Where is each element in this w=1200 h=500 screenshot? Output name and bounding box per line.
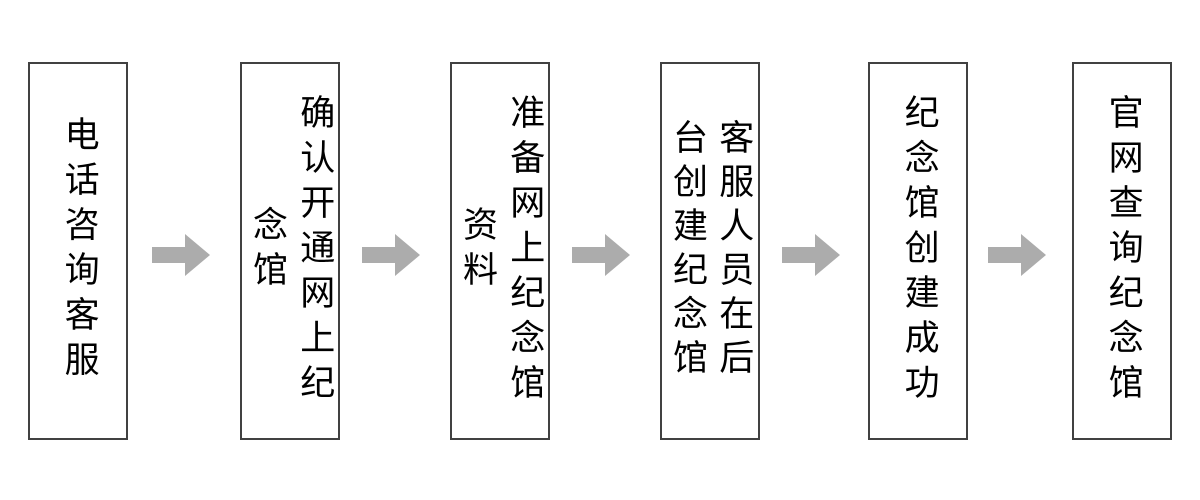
right-arrow-icon: [362, 234, 420, 276]
process-node-label: 确认开通网上纪念馆: [247, 93, 335, 409]
process-node-label: 官网查询纪念馆: [1102, 93, 1143, 409]
process-node-label: 电话咨询客服: [58, 116, 99, 386]
process-node-label: 准备网上纪念馆资料: [457, 93, 545, 409]
connector-arrow-2: [362, 234, 420, 276]
connector-arrow-5: [988, 234, 1046, 276]
right-arrow-icon: [152, 234, 210, 276]
connector-arrow-4: [782, 234, 840, 276]
process-node-label: 客服人员在后台创建纪念馆: [667, 119, 754, 383]
process-node-label: 纪念馆创建成功: [898, 93, 939, 409]
right-arrow-icon: [782, 234, 840, 276]
right-arrow-icon: [988, 234, 1046, 276]
process-node-step-5[interactable]: 纪念馆创建成功: [868, 62, 968, 440]
process-node-step-2[interactable]: 确认开通网上纪念馆: [240, 62, 340, 440]
connector-arrow-3: [572, 234, 630, 276]
process-node-step-4[interactable]: 客服人员在后台创建纪念馆: [660, 62, 760, 440]
process-node-step-6[interactable]: 官网查询纪念馆: [1072, 62, 1172, 440]
process-node-step-1[interactable]: 电话咨询客服: [28, 62, 128, 440]
process-node-step-3[interactable]: 准备网上纪念馆资料: [450, 62, 550, 440]
connector-arrow-1: [152, 234, 210, 276]
right-arrow-icon: [572, 234, 630, 276]
